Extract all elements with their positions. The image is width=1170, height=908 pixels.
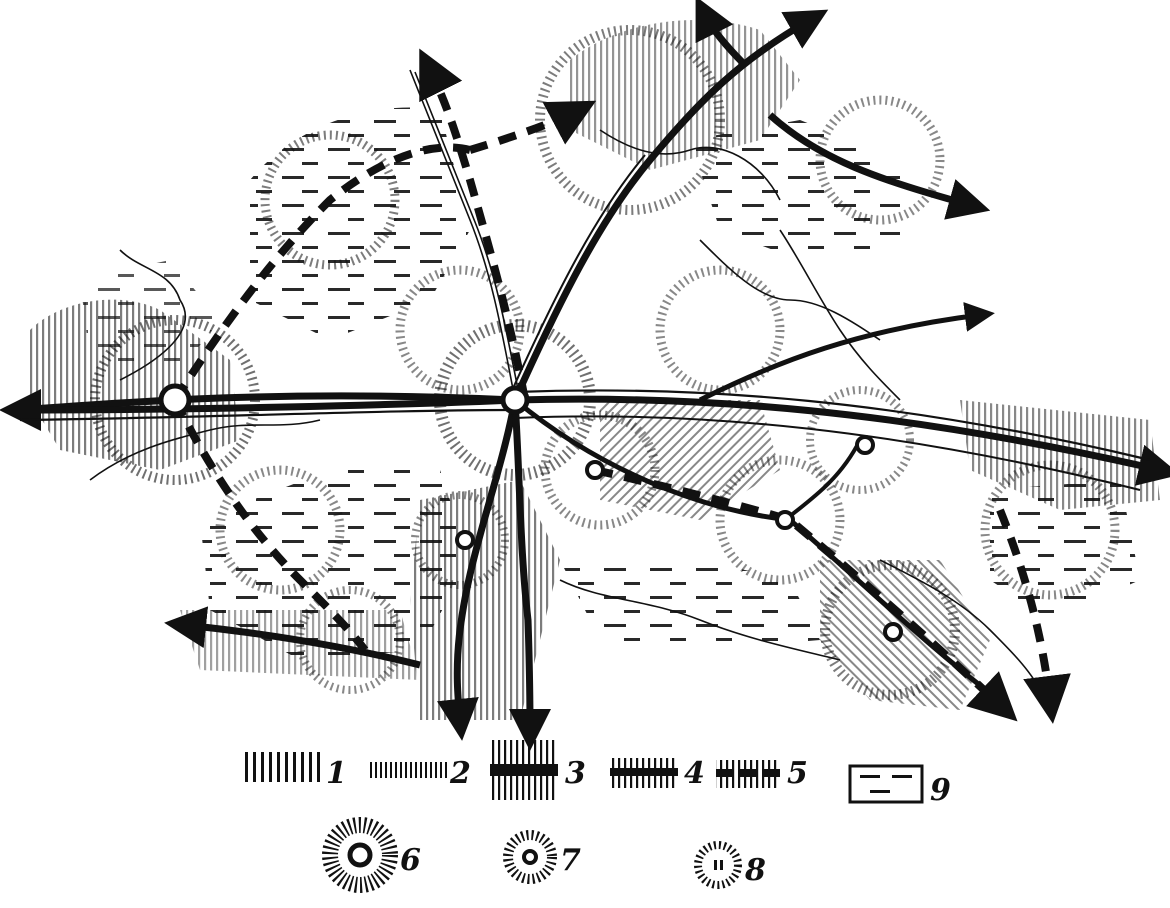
legend-item-8: 8 xyxy=(694,841,766,889)
map-centers xyxy=(158,383,903,642)
legend-label-3: 3 xyxy=(565,756,586,791)
legend-item-2: 2 xyxy=(370,756,471,791)
dashed-area-icon xyxy=(848,764,924,804)
axis-dashed-icon xyxy=(716,760,780,788)
legend-label-6: 6 xyxy=(400,843,421,878)
dashed-axes xyxy=(171,48,1071,724)
region-dashed-areas xyxy=(80,107,1140,660)
hatch-fine-icon xyxy=(370,762,447,778)
legend-item-5: 5 xyxy=(716,756,808,791)
center-large-icon xyxy=(322,817,398,893)
legend-item-1: 1 xyxy=(245,752,347,791)
main-axis-thick-icon xyxy=(490,740,558,800)
center-medium-icon xyxy=(503,830,557,884)
legend-item-9: 9 xyxy=(848,764,951,808)
legend-item-6: 6 xyxy=(322,817,421,893)
legend-item-4: 4 xyxy=(610,756,705,791)
legend-label-8: 8 xyxy=(744,853,766,888)
legend-label-2: 2 xyxy=(449,756,471,791)
legend-label-5: 5 xyxy=(787,756,808,791)
legend-label-4: 4 xyxy=(684,756,705,791)
legend-item-7: 7 xyxy=(503,830,581,884)
hatch-sparse-icon xyxy=(245,752,320,782)
legend-label-7: 7 xyxy=(560,843,581,878)
legend-item-3: 3 xyxy=(490,740,586,800)
legend: 1 xyxy=(245,740,951,893)
rivers xyxy=(89,69,1041,691)
axis-medium-icon xyxy=(610,758,678,788)
legend-label-1: 1 xyxy=(326,756,347,791)
legend-label-9: 9 xyxy=(930,773,951,808)
center-small-icon xyxy=(694,841,742,889)
